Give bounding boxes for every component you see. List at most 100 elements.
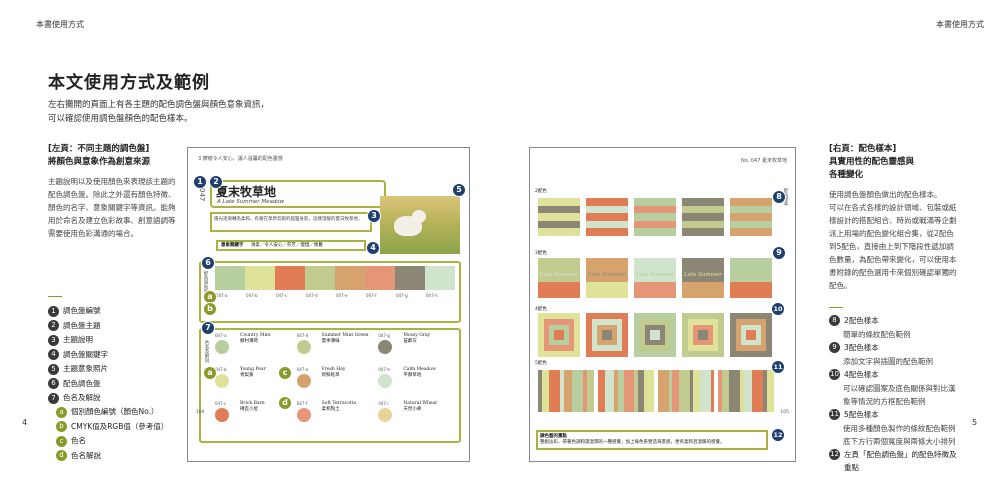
stripe <box>541 370 550 412</box>
palette-swatch <box>395 266 425 290</box>
left-section-tag: [左頁：不同主題的調色盤] <box>48 144 150 154</box>
legend-label: 3配色樣本 <box>844 343 879 352</box>
right-legend-item: 9 3配色樣本 <box>829 341 969 354</box>
color-chip-col: 047-e <box>296 367 319 395</box>
legend-label: 主題說明 <box>63 335 93 344</box>
stripe <box>538 198 580 206</box>
stripe <box>682 205 724 214</box>
stripe <box>658 370 669 412</box>
legend-sub-label: 使用多種顏色製作的條紋配色範例 底下方行兩個寬度與兩條大小排列 <box>843 424 956 446</box>
keyword-values: 清柔／令人安心／芬芳／慢慢／懷舊 <box>250 243 323 248</box>
stripe <box>571 370 583 412</box>
callout-3: 3 <box>367 209 381 223</box>
legend-number-badge: 3 <box>48 334 59 346</box>
legend-number-badge: 12 <box>829 449 840 460</box>
legend-label: 調色盤編號 <box>63 306 101 315</box>
square-layer <box>698 330 708 340</box>
stripe <box>634 205 676 214</box>
callout-4: 4 <box>366 241 380 255</box>
legend-number-badge: 7 <box>48 392 59 404</box>
stripe-sample <box>586 198 628 236</box>
stripe <box>598 370 605 412</box>
palette-code: 047-a <box>216 293 228 298</box>
stripe <box>672 370 679 412</box>
square-sample <box>586 313 628 357</box>
stripe <box>693 370 700 412</box>
theme-subtitle: A Late Summer Meadow <box>217 199 285 205</box>
intro-line: 左右攤開的頁面上有各主題的配色調色盤與顏色意象資訊， <box>48 100 270 110</box>
stripe <box>637 370 645 412</box>
legend-sub-label: 簡單的條紋配色範例 <box>843 330 911 339</box>
stripe <box>549 370 561 412</box>
callout-b: b <box>203 302 217 316</box>
palette-swatch <box>275 266 305 290</box>
legend-label: 5配色樣本 <box>844 410 879 419</box>
color-code: 047-e <box>296 367 309 372</box>
page-number-left: 4 <box>22 418 28 427</box>
sample-ground <box>586 282 628 298</box>
color-name-en: Soft Terracotta <box>321 401 357 406</box>
late-summer-sample: Late Summer <box>634 258 676 298</box>
palette-swatch <box>335 266 365 290</box>
notes-text: 整組淡彩、帶著色調和諧溫潤的一種感覺，加上綠色系營造海景感，更有柔和且溫暖的感覺… <box>540 440 725 445</box>
label-5: 5配色 <box>535 361 547 366</box>
stripe <box>586 213 628 221</box>
stripe <box>564 370 572 412</box>
intro-text: 左右攤開的頁面上有各主題的配色調色盤與顏色意象資訊， 可以確認使用調色盤顏色的配… <box>48 98 269 126</box>
stripe <box>730 198 772 206</box>
color-name-zh: 磚瓦小屋 <box>240 407 258 412</box>
color-name-en: Fresh Hay <box>321 367 346 372</box>
color-circle <box>378 374 393 388</box>
body-line: 配色。 <box>829 281 852 290</box>
legend-number-badge: 11 <box>829 409 840 420</box>
left-section-body: 主題說明以及使用顏色來表現該主題的 配色調色盤。除此之外還有顏色特徵、 顏色的名… <box>48 175 178 240</box>
color-circle <box>296 340 311 354</box>
palette-swatches <box>215 266 455 290</box>
square-sample <box>634 313 676 357</box>
sample-ground <box>538 282 580 298</box>
legend-label: 調色盤主題 <box>63 320 101 330</box>
legend-number-badge: 9 <box>829 342 840 353</box>
page-number-right: 5 <box>972 418 978 427</box>
palette-code: 047-e <box>336 293 348 298</box>
body-line: 用於命名及建立色彩故事、創意語調等 <box>48 216 176 225</box>
stripe <box>730 205 772 214</box>
color-name-en: Calm Meadow <box>403 367 436 372</box>
page-foot-right: 105 <box>780 410 789 415</box>
body-line: 色數量，為配色帶來變化，可以使用本 <box>829 255 957 264</box>
stripe-sample <box>634 198 676 236</box>
vertical-stripe-sample <box>658 370 714 412</box>
label-4: 4配色 <box>535 307 547 312</box>
right-section: [右頁：配色樣本] 具實用性的配色靈感與 各種變化 使用調色盤顏色做出的配色樣本… <box>829 143 959 292</box>
sample-ground <box>634 282 676 298</box>
stripe-sample <box>730 198 772 236</box>
color-names-label: 色名及解說 <box>204 340 209 363</box>
legend-label: 左頁「配色調色盤」的配色特徵及 重點 <box>844 450 957 472</box>
square-layer <box>650 330 660 340</box>
late-summer-text: Late Summer <box>540 272 578 278</box>
stripe-sample <box>538 198 580 236</box>
palette-swatch <box>365 266 395 290</box>
legend-number-badge: 6 <box>48 378 59 389</box>
legend-sub-label: 色名解說 <box>71 450 101 460</box>
late-summer-sample: Late Summer <box>538 258 580 298</box>
stripe-sample <box>682 198 724 236</box>
stripe <box>586 370 595 412</box>
body-line: 顏色的名字、意象關鍵字等資訊。能夠 <box>48 203 176 212</box>
stripe <box>644 370 654 412</box>
